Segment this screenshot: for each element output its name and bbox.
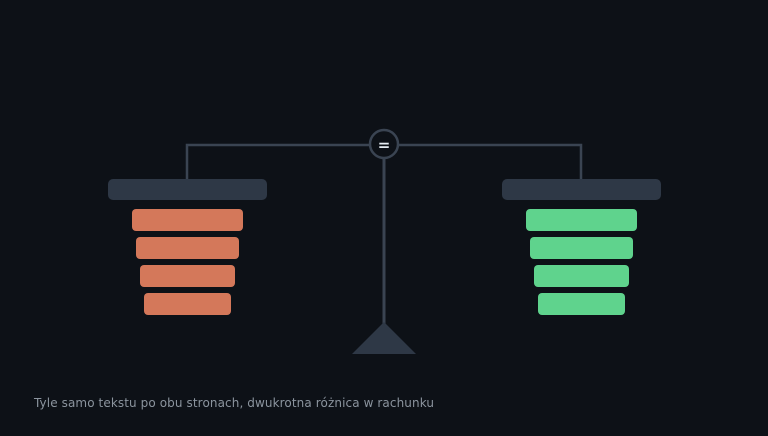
right-beam-arm <box>398 143 583 180</box>
left-block-4 <box>144 293 231 315</box>
right-block-2 <box>530 237 633 259</box>
left-beam-arm <box>185 143 370 180</box>
right-block-stack <box>526 209 637 315</box>
right-block-3 <box>534 265 629 287</box>
left-pan <box>108 179 267 200</box>
left-block-stack <box>132 209 243 315</box>
right-block-1 <box>526 209 637 231</box>
left-block-1 <box>132 209 243 231</box>
scale-base <box>352 322 416 354</box>
right-pan <box>502 179 661 200</box>
pivot-circle <box>368 128 400 160</box>
right-block-4 <box>538 293 625 315</box>
pivot-equals-sign: = <box>378 136 391 154</box>
left-block-3 <box>140 265 235 287</box>
caption-text: Tyle samo tekstu po obu stronach, dwukro… <box>34 396 435 410</box>
left-block-2 <box>136 237 239 259</box>
